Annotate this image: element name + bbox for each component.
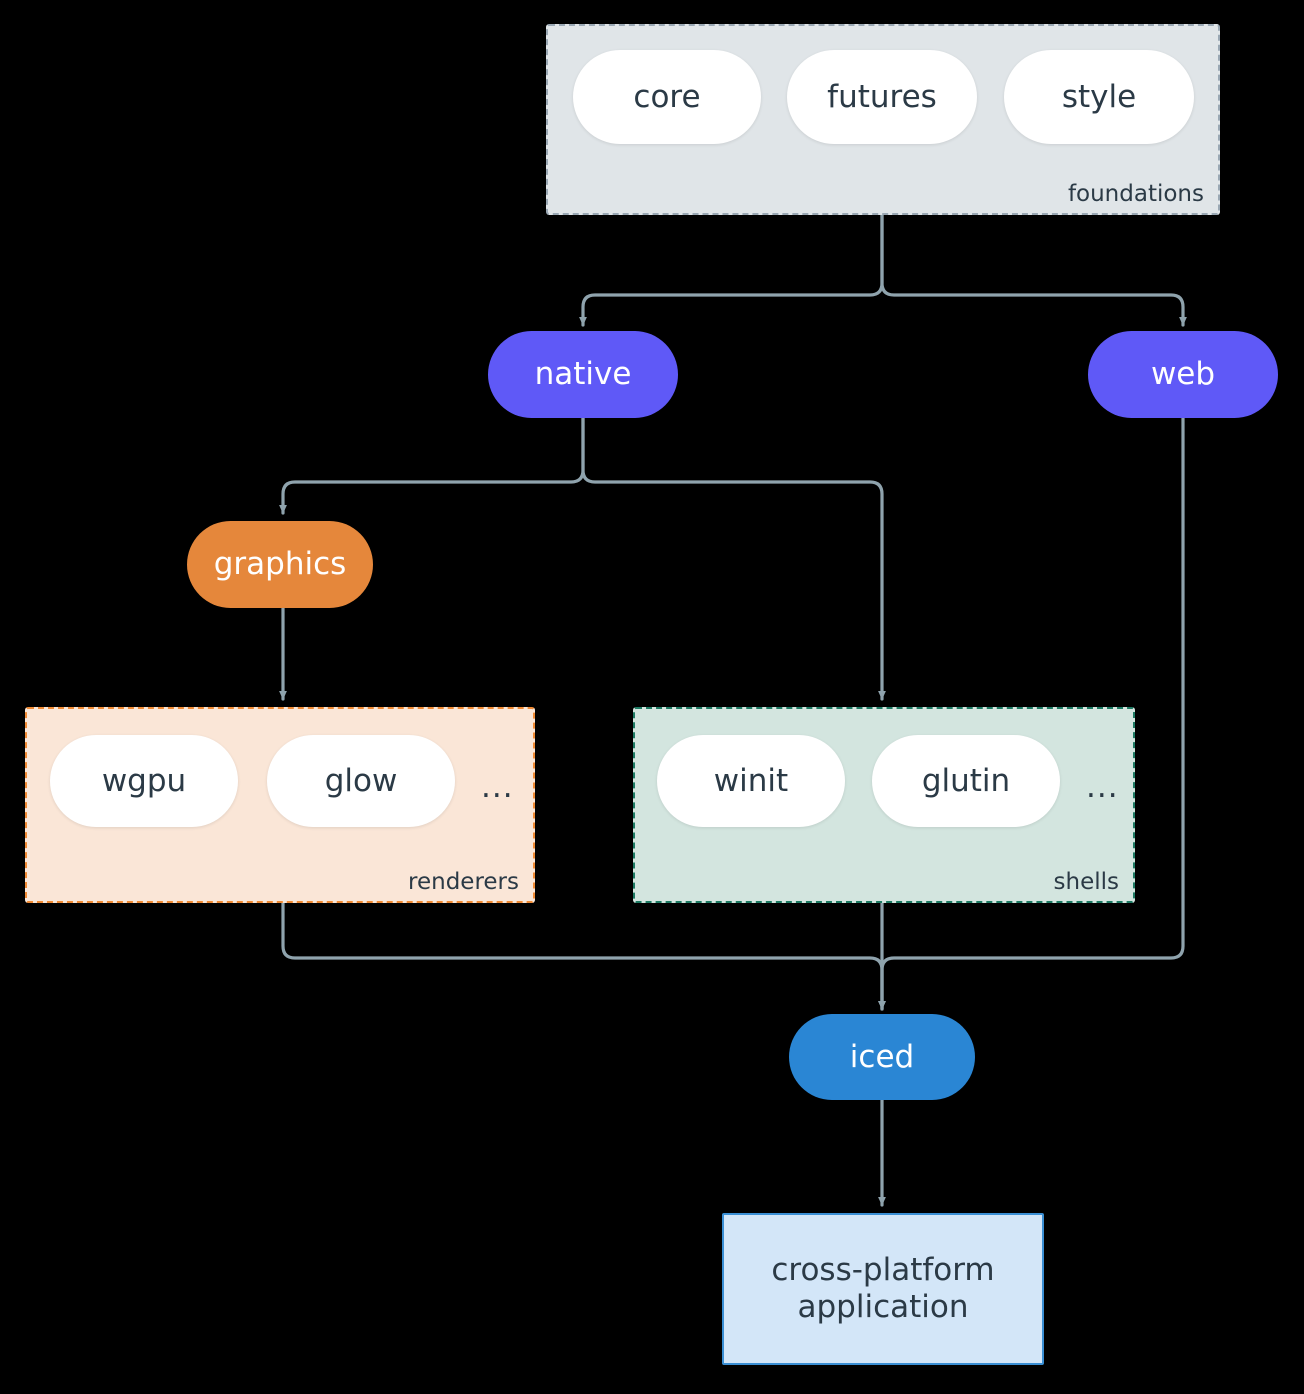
node-futures-label: futures: [827, 78, 937, 115]
edge-native-shells: [581, 416, 886, 701]
node-core-label: core: [633, 78, 701, 115]
edge-foundations-native: [579, 213, 884, 327]
node-glow[interactable]: glow: [267, 735, 455, 827]
node-shells-more: ...: [1086, 769, 1119, 805]
node-style[interactable]: style: [1004, 50, 1194, 144]
node-wgpu[interactable]: wgpu: [50, 735, 238, 827]
node-graphics[interactable]: graphics: [187, 521, 373, 608]
node-glutin[interactable]: glutin: [872, 735, 1060, 827]
cluster-shells-label: shells: [1053, 869, 1119, 895]
node-app-label-line1: cross-platform: [771, 1252, 995, 1289]
node-style-label: style: [1061, 78, 1137, 115]
node-app-label-line2: application: [797, 1289, 969, 1325]
node-graphics-label: graphics: [213, 546, 347, 583]
node-iced[interactable]: iced: [789, 1014, 975, 1100]
node-wgpu-label: wgpu: [101, 762, 187, 799]
node-native-label: native: [534, 356, 632, 393]
node-native[interactable]: native: [488, 331, 678, 418]
node-cross-platform-application[interactable]: cross-platform application: [722, 1213, 1044, 1365]
cluster-renderers-label: renderers: [408, 869, 519, 895]
node-web[interactable]: web: [1088, 331, 1278, 418]
edge-native-graphics: [279, 416, 585, 515]
cluster-foundations-label: foundations: [1067, 181, 1204, 207]
node-glow-label: glow: [324, 762, 398, 799]
node-renderers-more: ...: [481, 769, 514, 805]
node-iced-label: iced: [849, 1038, 915, 1075]
edge-renderers-iced: [281, 901, 886, 1011]
edge-web-iced: [878, 416, 1185, 1011]
edge-foundations-web: [880, 213, 1187, 327]
node-winit-label: winit: [713, 762, 789, 799]
node-web-label: web: [1150, 356, 1216, 393]
node-futures[interactable]: futures: [787, 50, 977, 144]
node-winit[interactable]: winit: [657, 735, 845, 827]
node-glutin-label: glutin: [921, 762, 1011, 799]
node-core[interactable]: core: [573, 50, 761, 144]
